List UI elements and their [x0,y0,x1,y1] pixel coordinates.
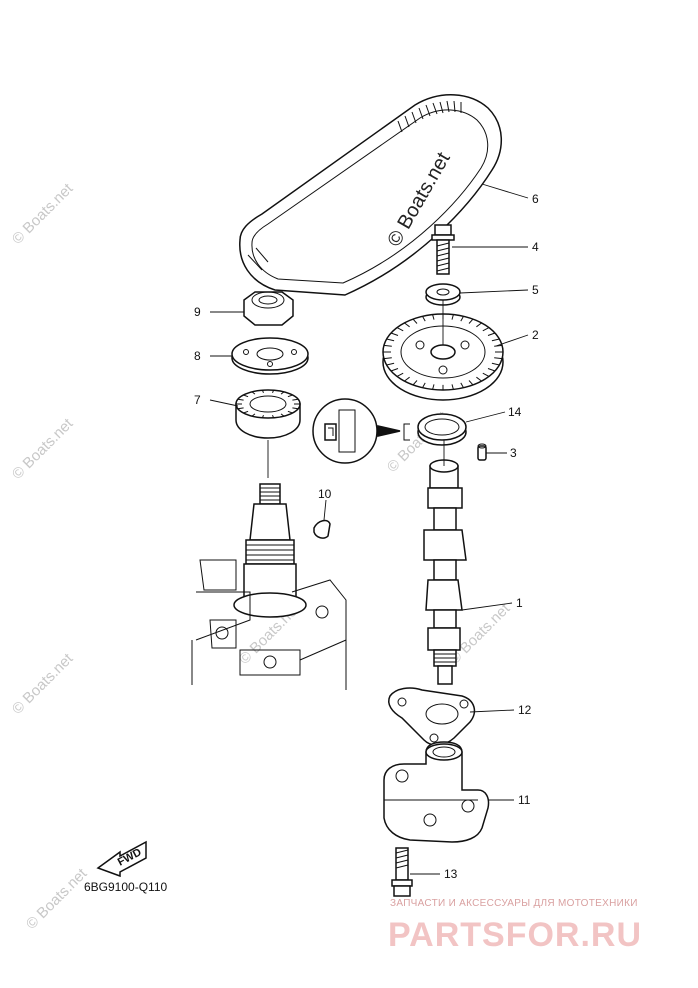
gear-tooth [476,322,482,328]
gear-tooth [412,380,418,386]
callout-3: 3 [510,446,517,460]
gear-tooth [261,415,264,418]
gear-tooth [432,384,435,390]
callout-1: 1 [516,596,523,610]
gear-tooth [272,390,275,393]
oil-seal [417,413,467,446]
banner-tagline: ЗАПЧАСТИ И АКСЕССУАРЫ ДЛЯ МОТОТЕХНИКИ [390,898,638,909]
gear-tooth [404,322,410,328]
crankshaft-and-block [191,483,347,690]
callout-labels: 6 4 5 2 14 3 1 12 11 13 9 8 7 10 [194,192,539,881]
watermark-left-top: © Boats.net [9,180,77,248]
callout-6: 6 [532,192,539,206]
gear-tooth [396,327,404,332]
drive-pulley [235,389,301,478]
gear-tooth [237,398,244,401]
gear-tooth [243,394,249,398]
gear-tooth [460,382,464,388]
gear-tooth [451,384,454,390]
gear-tooth [422,382,426,388]
gear-tooth [396,372,404,377]
gear-tooth [491,362,500,366]
oil-pump-bolt [391,847,413,897]
gear-tooth [251,391,256,395]
callout-2: 2 [532,328,539,342]
gear-tooth [280,413,285,417]
callout-9: 9 [194,305,201,319]
seal-direction-detail [312,398,410,464]
plate-washer [231,337,309,375]
callout-14: 14 [508,405,522,419]
callout-8: 8 [194,349,201,363]
gear-tooth [494,357,503,360]
callout-13: 13 [444,867,458,881]
fwd-arrow-icon: FWD [96,840,147,878]
oil-pump [383,741,490,843]
oil-pump-gasket [388,687,476,746]
woodruff-key [313,519,331,539]
timing-belt [239,94,503,296]
gear-tooth [491,338,500,342]
partsfor-banner: ЗАПЧАСТИ И АКСЕССУАРЫ ДЛЯ МОТОТЕХНИКИ PA… [388,898,642,954]
gear-tooth [237,407,244,410]
callout-7: 7 [194,393,201,407]
gear-tooth [487,368,496,372]
camshaft-pulley-bolt [431,224,455,275]
crankshaft-nut [243,291,294,326]
callout-4: 4 [532,240,539,254]
gear-tooth [261,390,264,393]
gear-tooth [292,407,299,410]
gear-tooth [404,376,410,382]
gear-tooth [390,332,399,336]
gear-tooth [386,362,395,366]
callout-12: 12 [518,703,532,717]
gear-tooth [460,316,464,322]
gear-tooth [383,344,392,347]
gear-tooth [482,372,490,377]
gear-tooth [468,318,474,324]
gear-tooth [280,391,285,395]
callout-10: 10 [318,487,332,501]
gear-tooth [412,318,418,324]
gear-tooth [243,410,249,414]
camshaft-pulley [382,300,504,401]
gear-tooth [287,394,293,398]
gear-tooth [487,332,496,336]
gear-tooth [476,376,482,382]
watermark-left-mid: © Boats.net [9,415,77,483]
gear-tooth [468,380,474,386]
gear-tooth [386,338,395,342]
camshaft [423,440,467,685]
washer [425,283,461,306]
gear-tooth [390,368,399,372]
gear-tooth [432,314,435,320]
banner-brand: PARTSFOR.RU [388,916,642,954]
watermark-left-low: © Boats.net [9,650,77,718]
gear-tooth [451,314,454,320]
gear-tooth [494,344,503,347]
gear-tooth [482,327,490,332]
gear-tooth [292,398,299,401]
gear-tooth [251,413,256,417]
gear-tooth [422,316,426,322]
gear-tooth [383,357,392,360]
dowel-pin [477,443,487,461]
callout-11: 11 [518,793,531,807]
diagram-code: 6BG9100-Q110 [84,880,167,894]
gear-tooth [272,415,275,418]
leader-lines [209,183,529,875]
callout-5: 5 [532,283,539,297]
watermark-left-bottom: © Boats.net [23,865,91,933]
gear-tooth [287,410,293,414]
